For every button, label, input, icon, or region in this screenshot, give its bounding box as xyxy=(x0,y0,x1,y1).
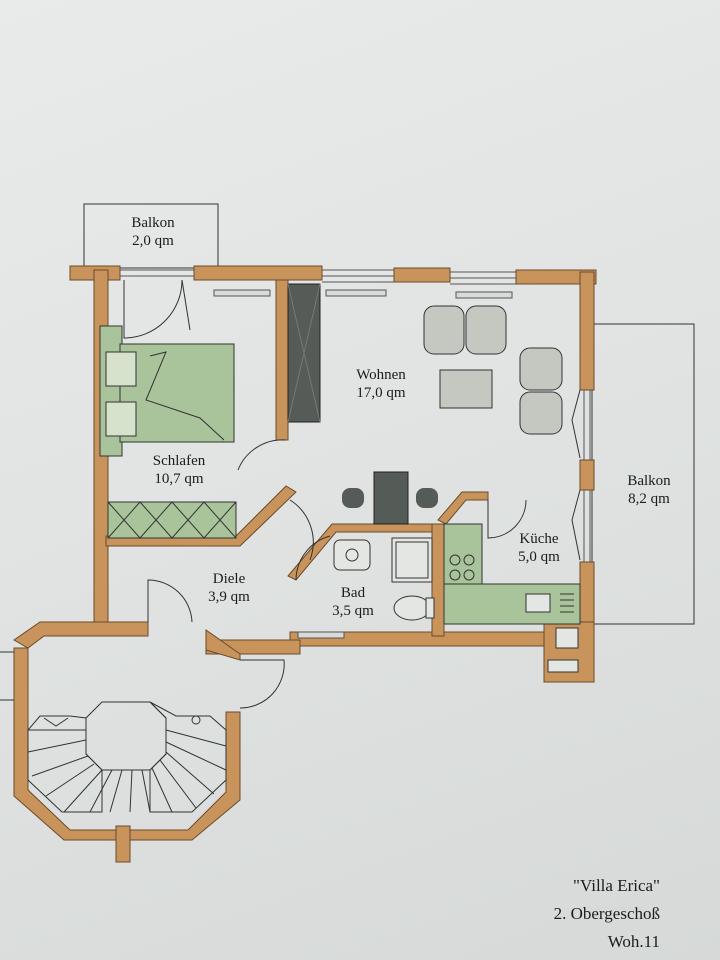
caption-floor: 2. Obergeschoß xyxy=(553,904,660,923)
windows xyxy=(120,269,591,562)
caption-building-name: "Villa Erica" xyxy=(573,876,660,895)
room-label-bad: Bad 3,5 qm xyxy=(308,584,398,620)
dining-table xyxy=(342,471,438,525)
radiators xyxy=(213,289,513,639)
room-name: Küche xyxy=(519,531,559,547)
room-area: 3,5 qm xyxy=(332,603,374,619)
room-area: 3,9 qm xyxy=(208,589,250,605)
room-label-wohnen: Wohnen 17,0 qm xyxy=(336,366,426,402)
room-label-schlafen: Schlafen 10,7 qm xyxy=(134,452,224,488)
staircase xyxy=(27,701,227,813)
door-swings xyxy=(0,279,581,709)
room-label-balkon-top: Balkon 2,0 qm xyxy=(108,214,198,250)
room-area: 10,7 qm xyxy=(154,471,204,487)
sofa-set xyxy=(423,305,563,435)
room-label-balkon-right: Balkon 8,2 qm xyxy=(604,472,694,508)
caption-unit: Woh.11 xyxy=(607,932,660,951)
bathroom-fixtures xyxy=(333,537,435,621)
room-area: 5,0 qm xyxy=(518,549,560,565)
room-name: Balkon xyxy=(131,215,175,231)
room-name: Schlafen xyxy=(152,453,206,469)
wardrobe-bedroom xyxy=(107,501,237,539)
room-area: 17,0 qm xyxy=(356,385,406,401)
room-name: Diele xyxy=(212,571,246,587)
balcony-top xyxy=(83,203,219,269)
room-area: 8,2 qm xyxy=(628,491,670,507)
wardrobe-living xyxy=(287,283,321,423)
room-label-diele: Diele 3,9 qm xyxy=(184,570,274,606)
kitchen-unit xyxy=(443,523,581,673)
room-area: 2,0 qm xyxy=(132,233,174,249)
bed xyxy=(99,325,235,457)
room-name: Wohnen xyxy=(356,367,406,383)
room-name: Balkon xyxy=(627,473,671,489)
walls xyxy=(13,265,597,863)
room-label-kueche: Küche 5,0 qm xyxy=(494,530,584,566)
room-name: Bad xyxy=(340,585,366,601)
plan-caption: "Villa Erica" 2. Obergeschoß Woh.11 xyxy=(554,872,660,956)
